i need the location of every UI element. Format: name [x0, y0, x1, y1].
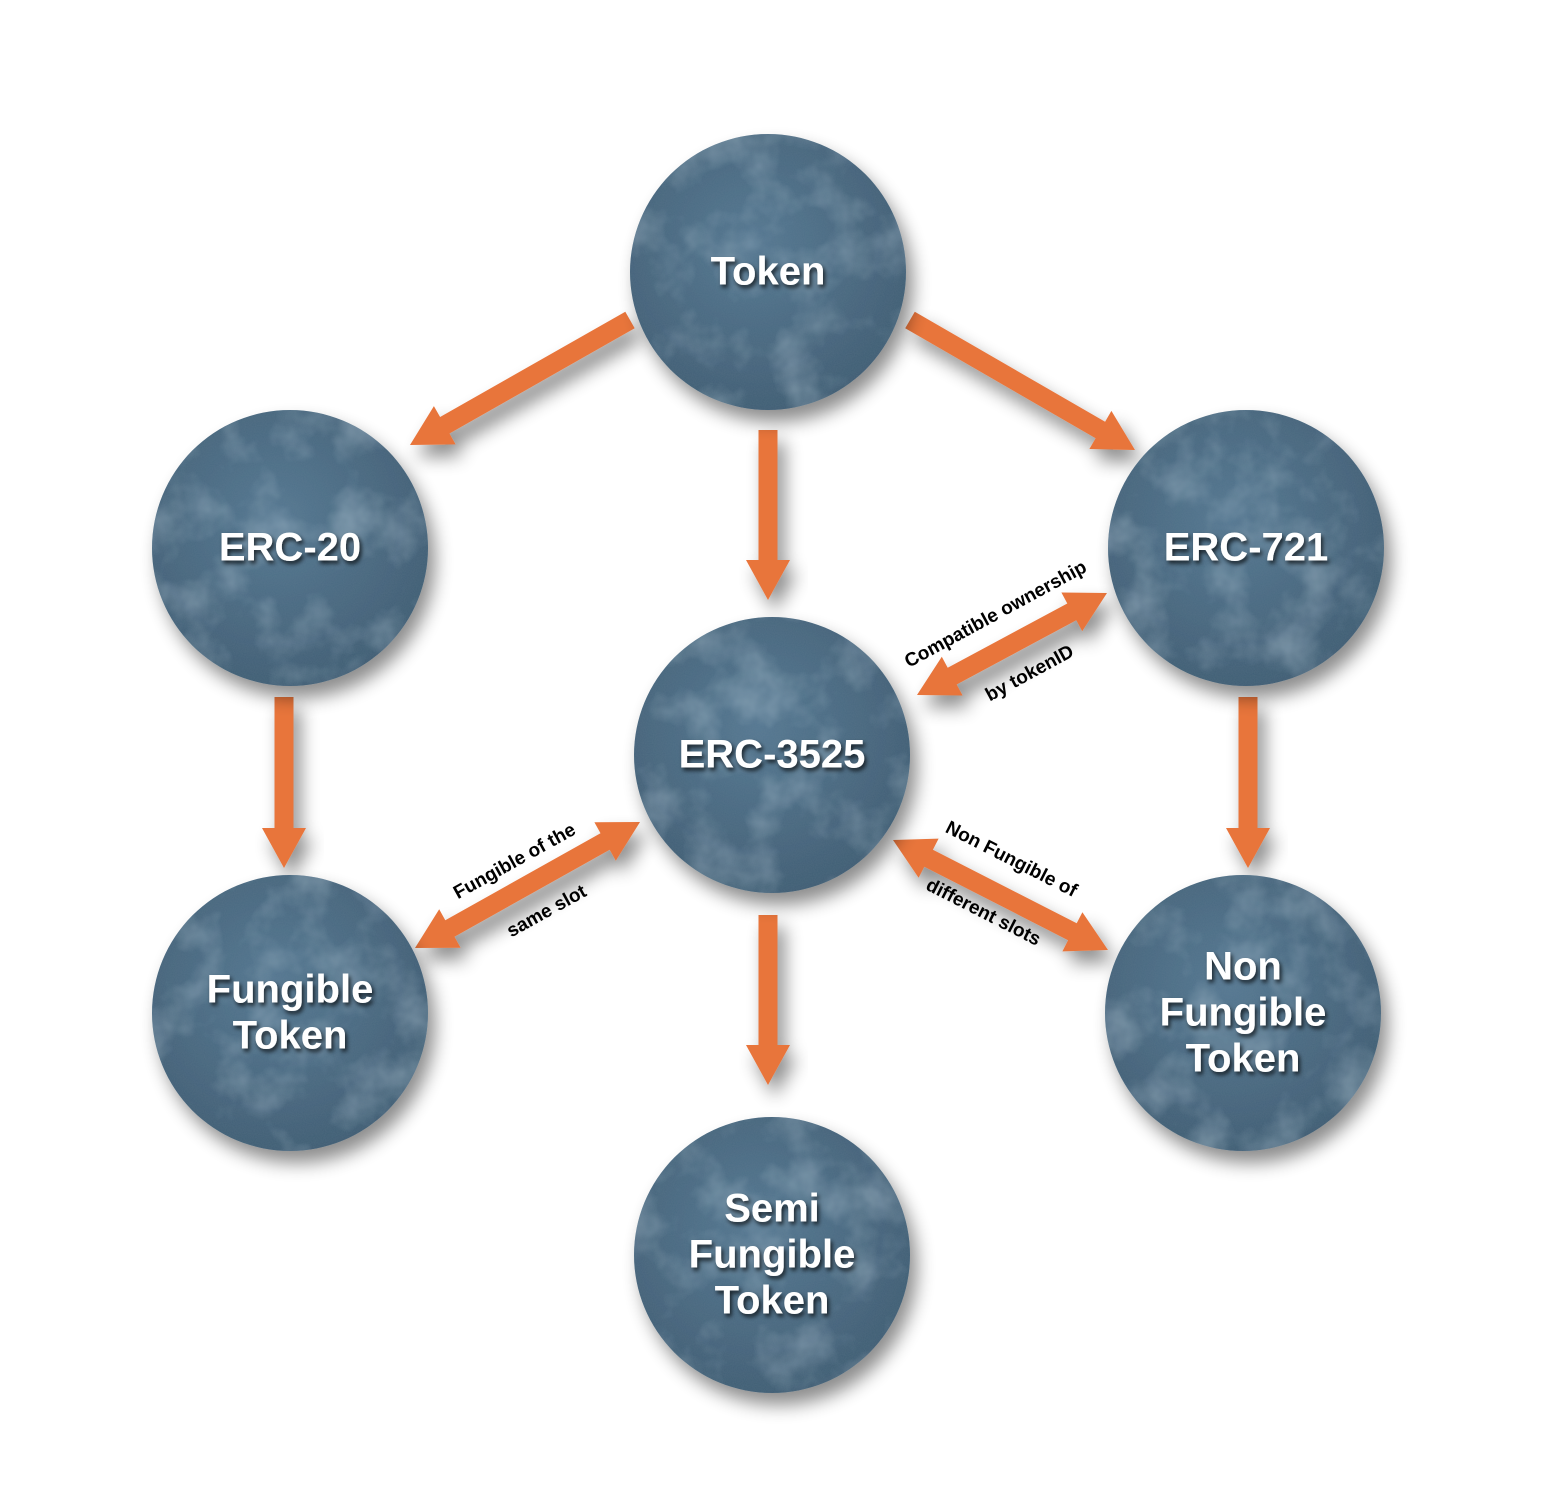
node-label: Token [711, 250, 826, 294]
node-label: ERC-20 [219, 526, 361, 570]
node-label: Semi [724, 1187, 820, 1231]
node-erc3525: ERC-3525 [634, 617, 910, 893]
node-label: Token [715, 1279, 830, 1323]
node-grain [630, 134, 906, 410]
node-grain [634, 1117, 910, 1393]
arrow-erc3525-nonfungible [893, 838, 1108, 952]
arrow-erc3525-erc721 [917, 592, 1107, 696]
node-label: Fungible [1160, 991, 1327, 1035]
node-erc20: ERC-20 [152, 410, 428, 686]
arrow-token-to-erc20 [410, 311, 635, 445]
node-grain [1108, 410, 1384, 686]
node-label: Token [233, 1014, 348, 1058]
arrow-erc3525-fungible [415, 822, 640, 948]
node-label: Token [1186, 1037, 1301, 1081]
node-label: Fungible [207, 968, 374, 1012]
node-token: Token [630, 134, 906, 410]
node-label: Non [1204, 945, 1282, 989]
edges-layer [262, 311, 1270, 1085]
node-grain [634, 617, 910, 893]
arrow-token-to-erc721 [905, 311, 1135, 450]
node-label: ERC-3525 [679, 733, 866, 777]
arrow-erc20-to-fungible [262, 697, 306, 868]
arrow-token-to-erc3525 [746, 430, 790, 600]
node-label: Fungible [689, 1233, 856, 1277]
node-erc721: ERC-721 [1108, 410, 1384, 686]
arrow-erc3525-to-semifungible [746, 915, 790, 1085]
node-grain [152, 410, 428, 686]
node-grain [152, 875, 428, 1151]
node-grain [1105, 875, 1381, 1151]
arrow-erc721-to-nonfungible [1226, 697, 1270, 868]
node-label: ERC-721 [1164, 526, 1329, 570]
